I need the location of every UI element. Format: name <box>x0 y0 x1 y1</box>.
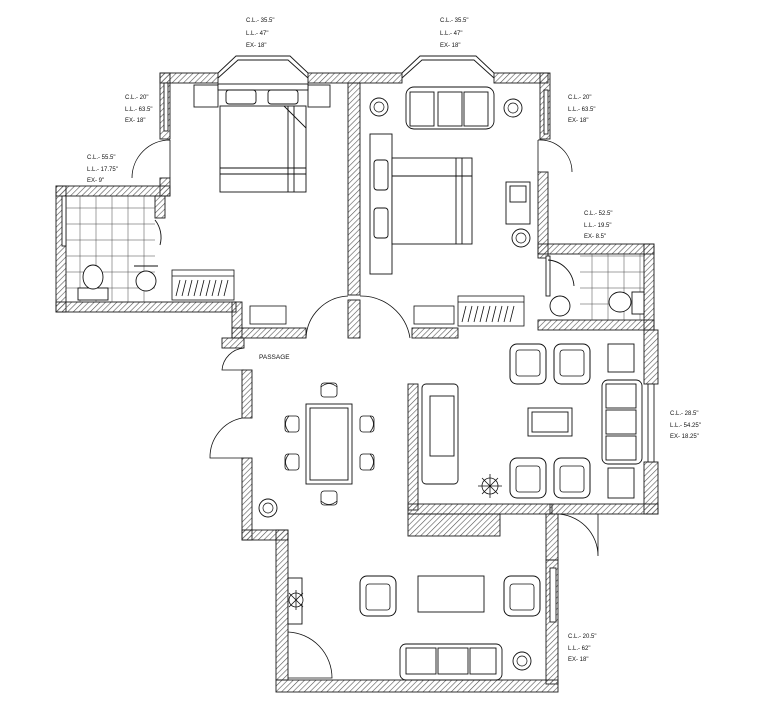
bedroom1 <box>217 83 309 193</box>
svg-text:EX- 18": EX- 18" <box>440 43 460 49</box>
living-armchair <box>509 343 547 385</box>
svg-text:C.L.- 52.5": C.L.- 52.5" <box>584 211 612 217</box>
svg-text:C.L.- 35.5": C.L.- 35.5" <box>246 18 274 24</box>
dining-chair <box>284 415 300 433</box>
note-window-top-left: C.L.- 35.5" L.L.- 47" EX- 18" <box>246 18 274 49</box>
svg-text:L.L.- 54.25": L.L.- 54.25" <box>670 423 701 429</box>
note-window-bed2: C.L.- 20" L.L.- 63.5" EX- 18" <box>568 95 595 124</box>
floor-lamp-lounge <box>288 590 304 610</box>
note-window-bath2: C.L.- 52.5" L.L.- 19.5" EX- 8.5" <box>584 211 612 240</box>
dining-chair <box>320 490 338 506</box>
living-armchair <box>509 457 547 499</box>
floor-lamp-living <box>478 474 502 498</box>
bay-windows <box>61 55 655 623</box>
svg-text:EX- 18": EX- 18" <box>246 43 266 49</box>
plant-lounge <box>512 651 532 671</box>
dining-chair <box>359 453 375 471</box>
plant-bedroom2-left <box>369 97 389 117</box>
svg-text:EX- 18": EX- 18" <box>568 118 588 124</box>
svg-text:L.L.- 63.5": L.L.- 63.5" <box>125 107 152 113</box>
door-passage-left <box>305 295 349 339</box>
note-window-bath1: C.L.- 55.5" L.L.- 17.75" EX- 9" <box>87 155 118 184</box>
svg-text:C.L.- 35.5": C.L.- 35.5" <box>440 18 468 24</box>
room-label-passage: PASSAGE <box>259 354 290 361</box>
svg-text:EX- 8.5": EX- 8.5" <box>584 234 606 240</box>
svg-text:EX- 9": EX- 9" <box>87 178 104 184</box>
svg-text:L.L.- 47": L.L.- 47" <box>440 31 462 37</box>
dining-chair <box>359 415 375 433</box>
wardrobe2 <box>457 295 525 327</box>
door-passage-entry <box>221 347 245 371</box>
plant-bedroom2-right <box>503 98 523 118</box>
note-window-top-right: C.L.- 35.5" L.L.- 47" EX- 18" <box>440 18 468 49</box>
door-entrance <box>287 631 333 679</box>
lounge-armchair <box>503 575 541 617</box>
svg-text:EX- 18": EX- 18" <box>125 118 145 124</box>
svg-text:C.L.- 28.5": C.L.- 28.5" <box>670 411 698 417</box>
living-armchair <box>553 343 591 385</box>
door-living <box>555 513 599 557</box>
lounge-armchair <box>359 575 397 617</box>
bath2-fixtures <box>547 259 645 317</box>
dining-chair <box>284 453 300 471</box>
plant-dining <box>258 498 278 518</box>
door-bedroom1 <box>131 139 171 179</box>
svg-text:C.L.- 20": C.L.- 20" <box>568 95 591 101</box>
door-bedroom2 <box>537 139 573 173</box>
svg-text:L.L.- 47": L.L.- 47" <box>246 31 268 37</box>
door-passage-right <box>359 295 411 339</box>
svg-text:L.L.- 19.5": L.L.- 19.5" <box>584 223 611 229</box>
svg-text:L.L.- 63.5": L.L.- 63.5" <box>568 107 595 113</box>
dining-set <box>305 403 353 485</box>
note-window-living: C.L.- 28.5" L.L.- 54.25" EX- 18.25" <box>670 411 701 440</box>
note-window-lounge: C.L.- 20.5" L.L.- 62" EX- 18" <box>568 634 596 663</box>
svg-text:C.L.- 55.5": C.L.- 55.5" <box>87 155 115 161</box>
side-table2 <box>413 305 455 325</box>
living-armchair <box>553 457 591 499</box>
note-window-bed1: C.L.- 20" L.L.- 63.5" EX- 18" <box>125 95 152 124</box>
plant-bedroom2-corner <box>511 228 531 248</box>
bedroom2 <box>369 86 531 275</box>
svg-text:C.L.- 20.5": C.L.- 20.5" <box>568 634 596 640</box>
svg-text:L.L.- 62": L.L.- 62" <box>568 646 590 652</box>
wardrobe1 <box>171 269 235 301</box>
svg-text:L.L.- 17.75": L.L.- 17.75" <box>87 167 118 173</box>
svg-text:C.L.- 20": C.L.- 20" <box>125 95 148 101</box>
svg-text:EX- 18.25": EX- 18.25" <box>670 434 699 440</box>
dining-chair <box>320 382 338 398</box>
lounge <box>287 575 503 681</box>
door-dining <box>209 417 243 459</box>
svg-text:EX- 18": EX- 18" <box>568 657 588 663</box>
side-table1 <box>249 305 287 325</box>
bath1-fixtures <box>77 219 162 301</box>
living-room <box>421 343 643 499</box>
